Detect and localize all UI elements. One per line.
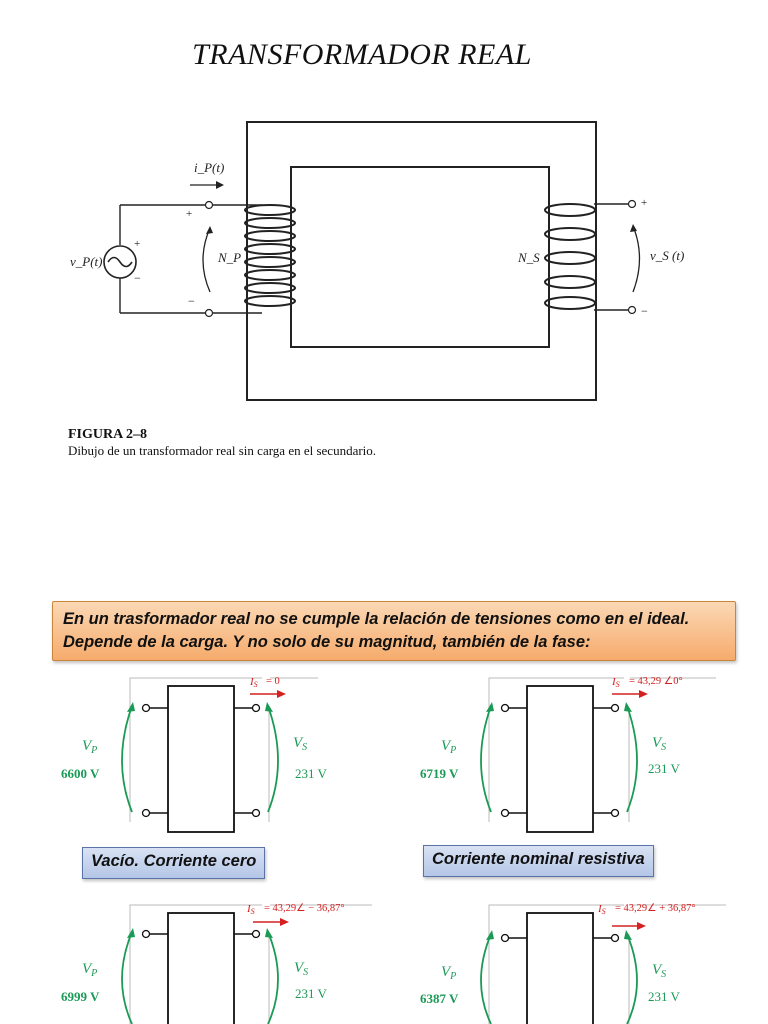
case-1-is-symbol: IS <box>249 676 258 689</box>
svg-text:−: − <box>134 271 141 285</box>
case-3-vp-symbol: VP <box>82 961 97 979</box>
explanation-callout: En un trasformador real no se cumple la … <box>52 601 736 661</box>
primary-coil <box>244 204 296 307</box>
case-4-is-symbol: IS <box>597 903 606 916</box>
case-4-vs-symbol: VS <box>652 962 666 980</box>
case-4-vs-value: 231 V <box>648 989 681 1004</box>
primary-terminal-top <box>204 200 214 210</box>
case-2-vs-symbol: VS <box>652 735 666 753</box>
case-1-is-value: = 0 <box>266 676 280 687</box>
svg-text:−: − <box>188 294 195 308</box>
case-4-vp-symbol: VP <box>441 964 456 982</box>
case-3-is-symbol: IS <box>246 903 255 916</box>
case-1-caption: Vacío. Corriente cero <box>82 847 266 879</box>
source-voltage-label: v_P(t) <box>70 254 102 269</box>
core-outer <box>246 121 597 401</box>
case-2-is-symbol: IS <box>611 676 620 689</box>
secondary-turns-label: N_S <box>517 250 540 265</box>
secondary-terminal-top <box>627 199 637 209</box>
case-4-is-value: = 43,29∠ + 36,87° <box>615 902 696 914</box>
svg-text:+: + <box>641 197 647 209</box>
case-4-vp-value: 6387 V <box>420 991 459 1006</box>
primary-turns-label: N_P <box>217 250 241 265</box>
case-3-vs-value: 231 V <box>295 986 328 1001</box>
case-1-vs-value: 231 V <box>295 766 328 781</box>
case-1-vp-value: 6600 V <box>61 766 100 781</box>
case-3-diagram: IS = 43,29∠ − 36,87° VP 6999 V VS 231 V <box>61 902 372 1024</box>
svg-text:−: − <box>641 304 648 318</box>
secondary-coil <box>544 203 596 310</box>
case-2-is-value: = 43,29 ∠0° <box>629 675 683 687</box>
case-3-vs-symbol: VS <box>294 960 308 978</box>
case-4-diagram: IS = 43,29∠ + 36,87° VP 6387 V VS 231 V <box>420 902 726 1024</box>
case-1-vs-symbol: VS <box>293 735 307 753</box>
primary-terminal-bottom <box>204 308 214 318</box>
case-3-vp-value: 6999 V <box>61 989 100 1004</box>
figure-caption-text: Dibujo de un transformador real sin carg… <box>68 443 376 458</box>
case-2-vs-value: 231 V <box>648 761 681 776</box>
core-window <box>290 166 550 348</box>
secondary-terminal-bottom <box>627 305 637 315</box>
page-title: TRANSFORMADOR REAL <box>192 38 532 71</box>
figure-caption-title: FIGURA 2–8 <box>68 427 147 442</box>
case-1-vp-symbol: VP <box>82 738 97 756</box>
case-3-is-value: = 43,29∠ − 36,87° <box>264 902 345 914</box>
case-2-caption: Corriente nominal resistiva <box>423 845 654 877</box>
svg-text:+: + <box>134 238 140 250</box>
case-2-vp-symbol: VP <box>441 738 456 756</box>
svg-text:+: + <box>186 208 192 220</box>
case-1-diagram: IS = 0 VP 6600 V VS 231 V <box>61 676 328 833</box>
secondary-voltage-label: v_S (t) <box>650 248 684 263</box>
primary-current-label: i_P(t) <box>194 160 224 175</box>
case-2-vp-value: 6719 V <box>420 766 459 781</box>
case-2-diagram: IS = 43,29 ∠0° VP 6719 V VS 231 V <box>420 675 716 833</box>
